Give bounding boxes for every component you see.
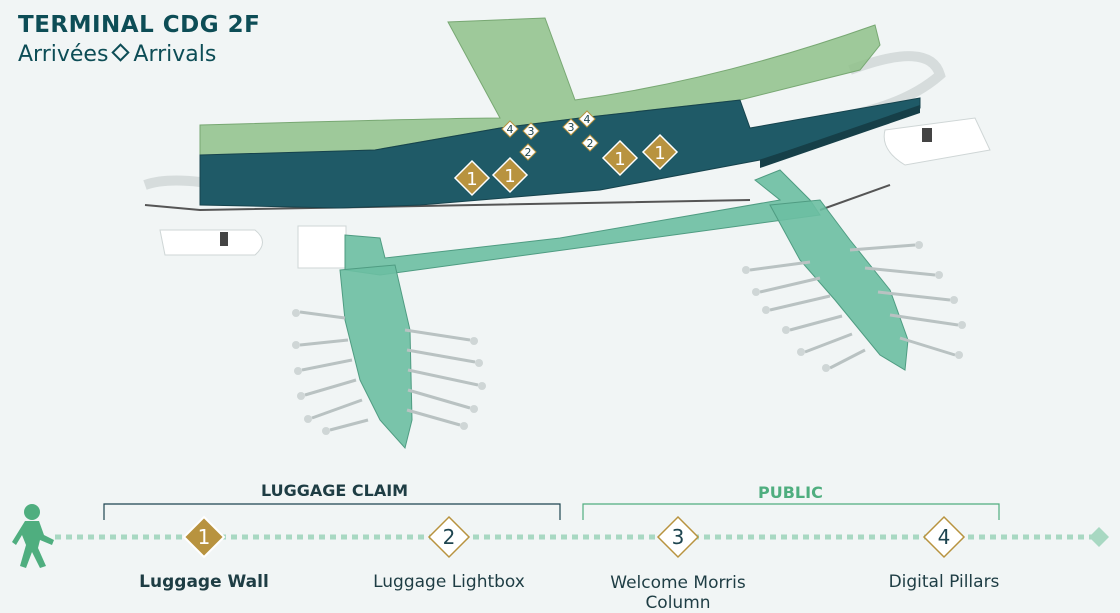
step-2-label: Luggage Lightbox xyxy=(373,572,525,592)
map-marker-num: 3 xyxy=(528,125,535,138)
luggage-claim-bracket xyxy=(103,503,561,520)
map-marker-luggage-wall-0: 1 xyxy=(453,159,491,197)
subtitle-french: Arrivées xyxy=(18,42,109,67)
step-4-label: Digital Pillars xyxy=(888,572,1000,592)
map-marker-morris-6: 3 xyxy=(522,122,540,140)
pier-left xyxy=(339,264,413,450)
jet-bridges-right xyxy=(749,243,959,370)
legend-step-2-icon: 2 xyxy=(427,515,471,559)
legend-step-3-num: 3 xyxy=(672,525,685,549)
gate-dots xyxy=(292,241,966,435)
map-marker-num: 1 xyxy=(614,149,625,170)
journey-end-diamond-icon xyxy=(1089,527,1109,547)
legend-step-4-num: 4 xyxy=(938,525,951,549)
map-marker-num: 1 xyxy=(504,166,515,187)
jet-bridges-left xyxy=(299,310,479,432)
map-marker-pillar-9: 4 xyxy=(578,110,596,128)
map-marker-luggage-wall-1: 1 xyxy=(491,156,529,194)
road-line-right xyxy=(819,184,891,211)
step-3-label: Welcome Morris Column xyxy=(610,573,746,613)
subtitle-english: Arrivals xyxy=(133,42,217,67)
legend-step-2-num: 2 xyxy=(443,525,456,549)
claim-dark-edge xyxy=(760,105,920,168)
legend-step-1-num: 1 xyxy=(198,525,211,549)
page-title: TERMINAL CDG 2F xyxy=(18,12,261,38)
legend-step-4-icon: 4 xyxy=(922,515,966,559)
map-marker-lightbox-5: 2 xyxy=(581,134,599,152)
map-marker-pillar-8: 4 xyxy=(501,120,519,138)
map-marker-num: 4 xyxy=(507,123,514,136)
legend-step-3-icon: 3 xyxy=(656,515,700,559)
map-marker-morris-7: 3 xyxy=(562,118,580,136)
person-walking-icon xyxy=(12,504,54,568)
map-marker-num: 3 xyxy=(568,121,575,134)
parking-structures xyxy=(159,117,991,269)
map-marker-num: 2 xyxy=(525,146,532,159)
map-marker-num: 2 xyxy=(587,137,594,150)
map-marker-luggage-wall-3: 1 xyxy=(641,133,679,171)
map-marker-luggage-wall-2: 1 xyxy=(601,139,639,177)
luggage-wall-markers: 1 1 1 1 xyxy=(453,133,679,197)
legend-step-1-icon: 1 xyxy=(182,515,226,559)
escalator-icons xyxy=(220,128,932,246)
public-zone xyxy=(199,17,881,161)
public-bracket xyxy=(582,503,1000,520)
luggage-claim-label: LUGGAGE CLAIM xyxy=(261,481,409,500)
map-marker-lightbox-4: 2 xyxy=(519,143,537,161)
step-1-label: Luggage Wall xyxy=(139,572,269,592)
public-label: PUBLIC xyxy=(758,483,823,502)
map-marker-num: 4 xyxy=(584,113,591,126)
map-marker-num: 1 xyxy=(654,143,665,164)
map-marker-num: 1 xyxy=(466,169,477,190)
page-subtitle: Arrivées Arrivals xyxy=(18,42,216,67)
road-line xyxy=(144,199,751,212)
